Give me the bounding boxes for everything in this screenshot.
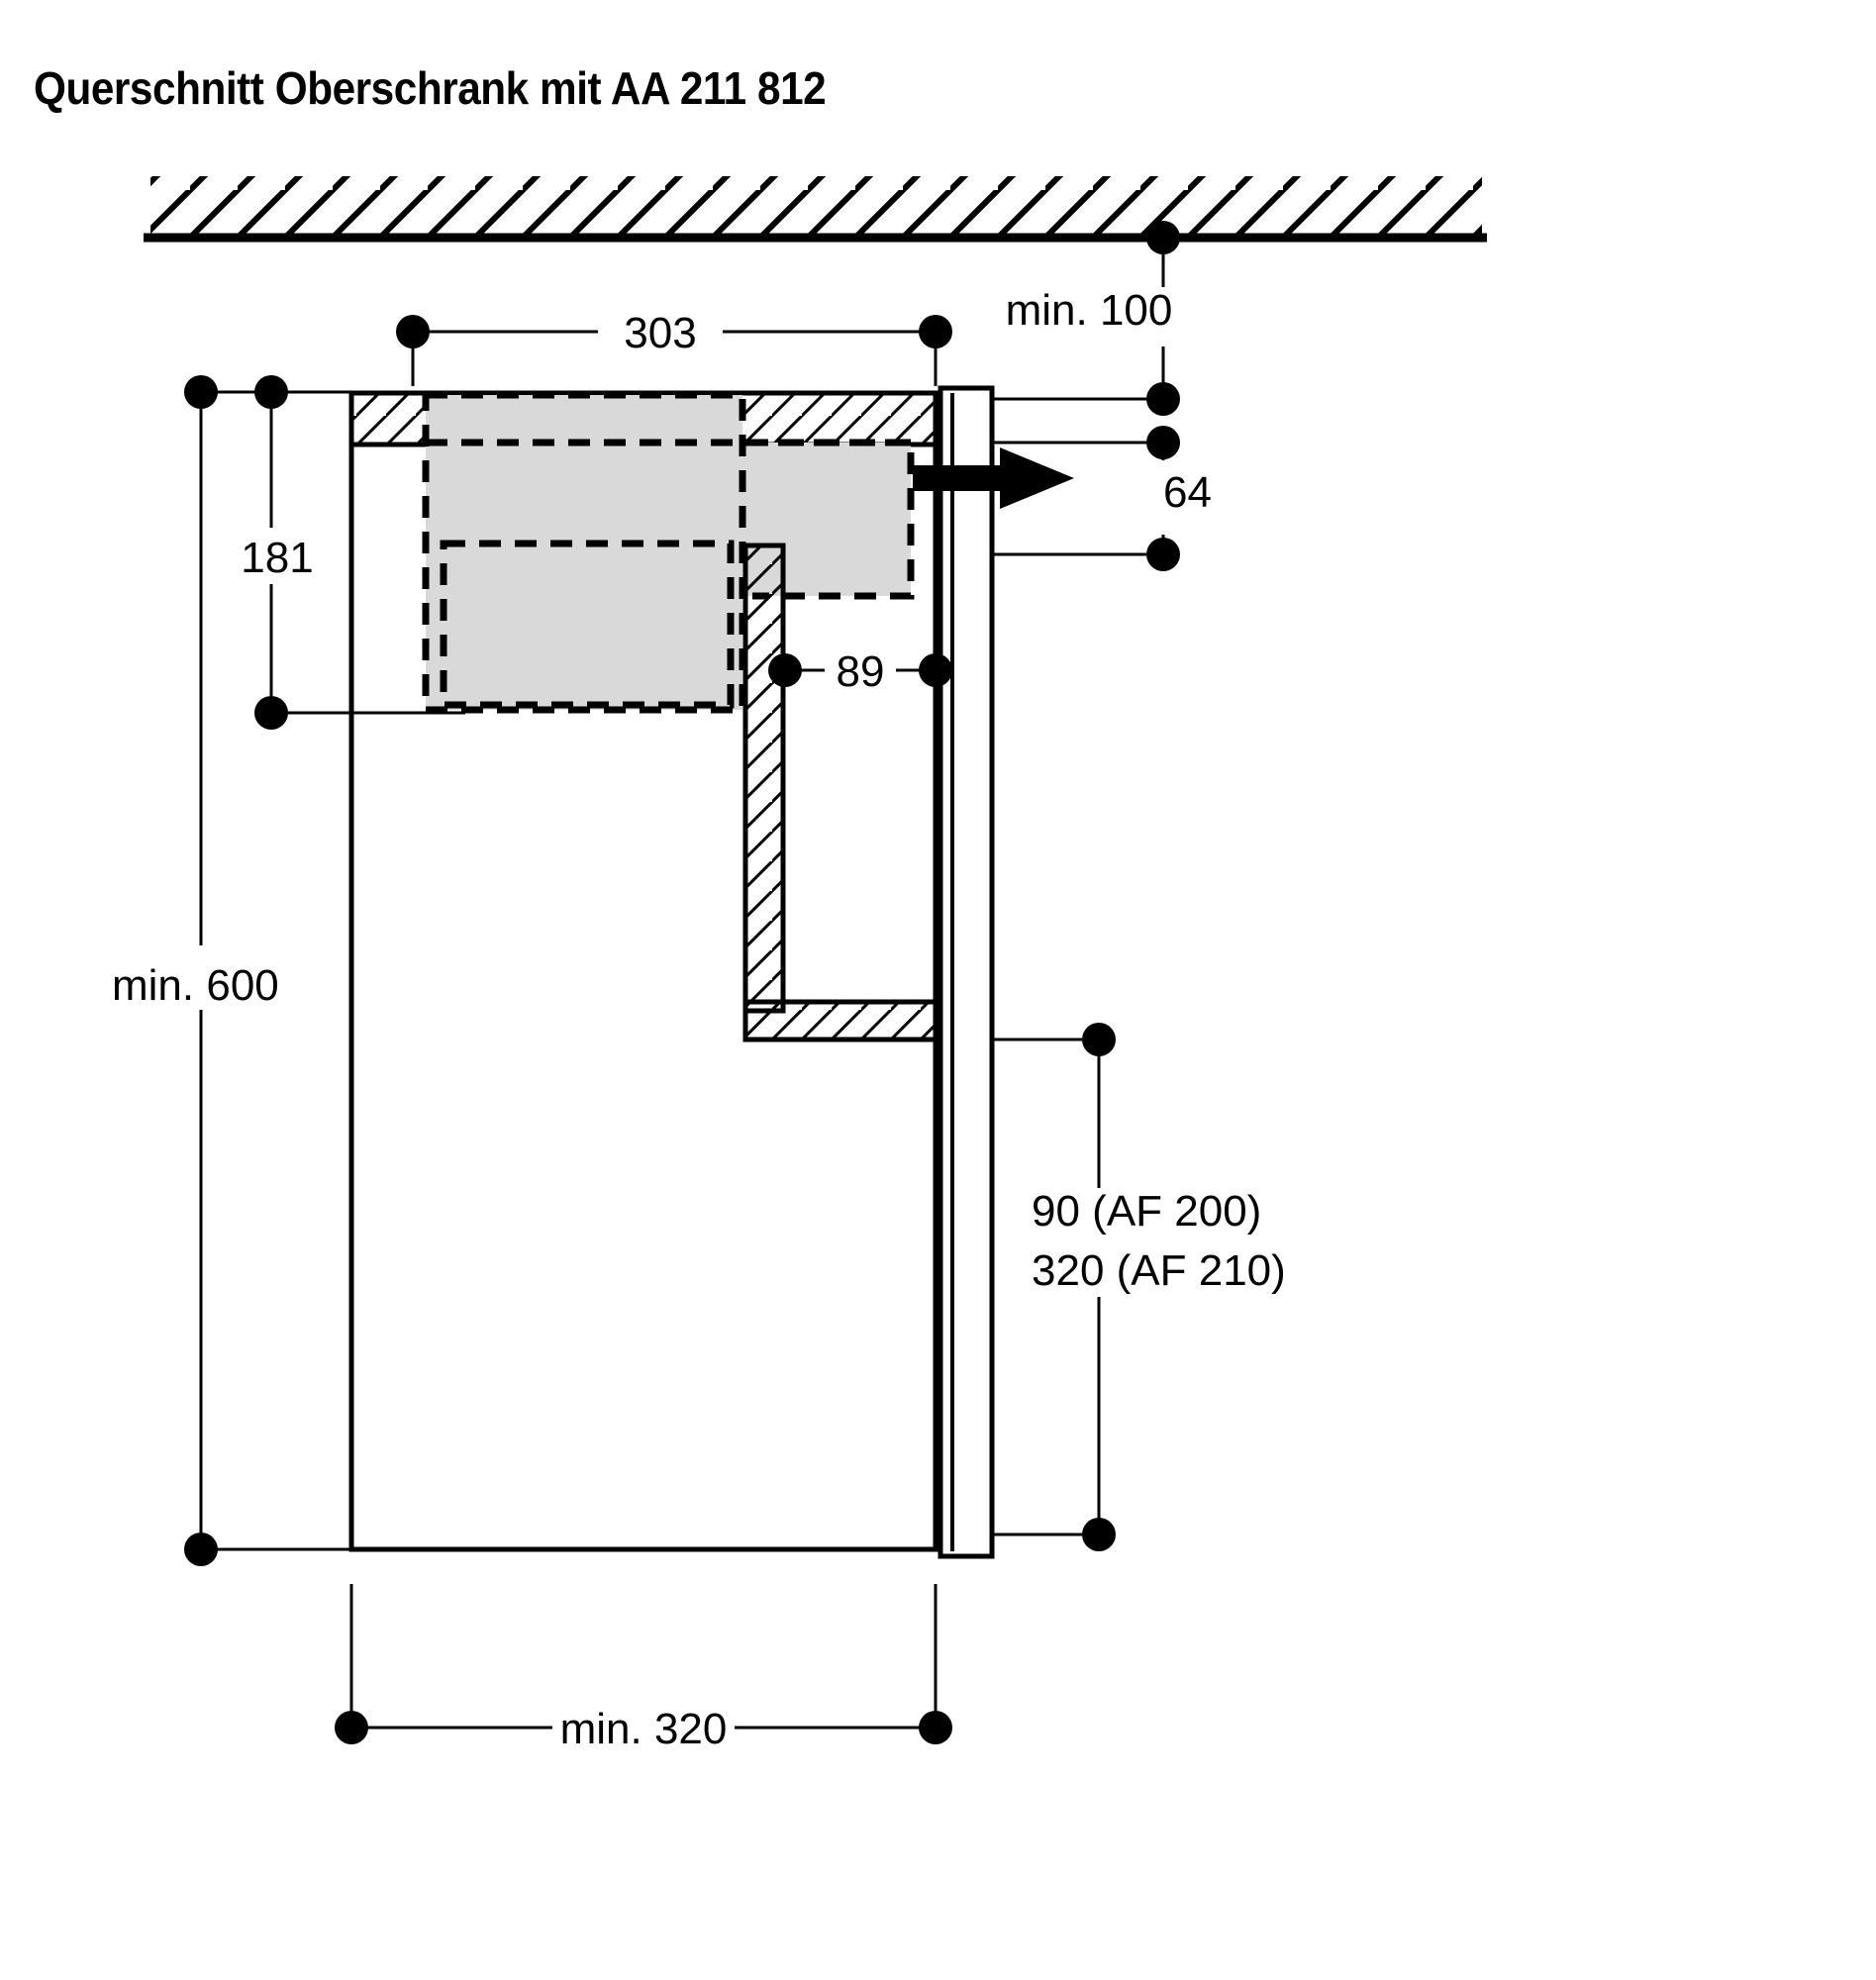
dimension-label-min-320: min. 320 [560, 1705, 728, 1753]
dimension-min-320: min. 320 [335, 1584, 952, 1753]
ceiling-hatch [150, 176, 1482, 238]
appliance-outline-skirt [440, 540, 735, 709]
dimension-label-303: 303 [624, 309, 696, 357]
dimension-303: 303 [396, 309, 952, 386]
appliance-top-fill [426, 395, 742, 443]
dimension-label-af-210: 320 (AF 210) [1032, 1246, 1286, 1295]
dimension-89: 89 [768, 647, 952, 696]
front-panel [938, 385, 995, 1559]
dimension-label-min-100: min. 100 [1006, 286, 1173, 335]
page-title: Querschnitt Oberschrank mit AA 211 812 [34, 62, 827, 114]
dimension-label-181: 181 [241, 534, 313, 582]
dimension-min-100: min. 100 [992, 221, 1180, 416]
dimension-label-min-600: min. 600 [112, 961, 279, 1010]
dimension-af-variants: 90 (AF 200) 320 (AF 210) [992, 1023, 1286, 1551]
niche-bottom-panel [742, 999, 938, 1042]
dimension-min-600: min. 600 [112, 375, 351, 1566]
dimension-label-89: 89 [837, 647, 885, 696]
appliance-skirt-fill [444, 653, 731, 705]
dimension-label-64: 64 [1163, 468, 1212, 517]
dimension-label-af-200: 90 (AF 200) [1032, 1187, 1261, 1236]
pull-out-arrow-icon [913, 447, 1074, 509]
dim-dot [1146, 382, 1180, 416]
dimension-181: 181 [241, 375, 465, 730]
appliance-outline-main [422, 391, 746, 714]
inner-niche-panels [742, 543, 938, 1042]
front-panel-outline [938, 385, 995, 1559]
ceiling-assembly [144, 176, 1487, 243]
dimension-64: 64 [992, 426, 1212, 571]
appliance-aa-211-812 [422, 391, 915, 714]
